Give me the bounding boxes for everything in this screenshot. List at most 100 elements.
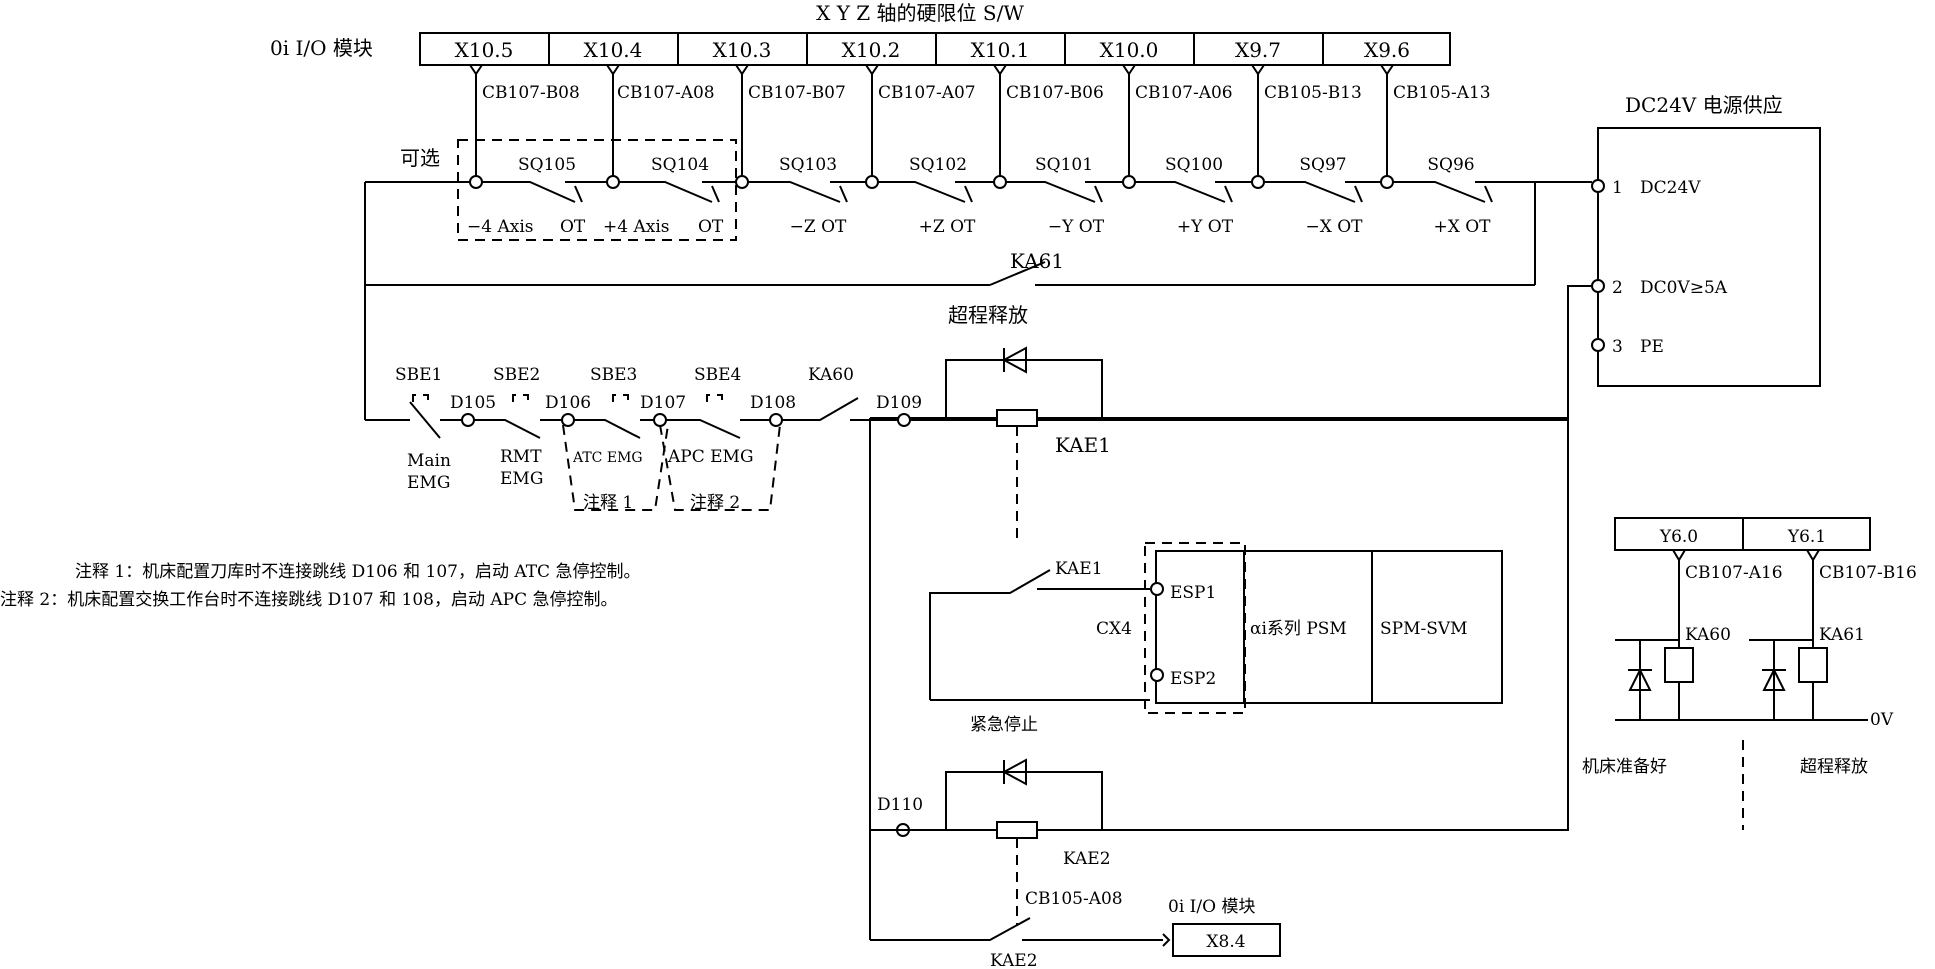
node-d109: D109 xyxy=(876,393,922,413)
cb-pin-label: CB107-A08 xyxy=(617,83,715,103)
esp-labels: KAE1 CX4 ESP1 ESP2 αi系列 PSM SPM-SVM 紧急停止 xyxy=(970,559,1468,735)
terminal-3-number: 3 xyxy=(1612,337,1623,357)
kae1-contact-label: KAE1 xyxy=(1055,559,1103,579)
cb105-a08-label: CB105-A08 xyxy=(1025,889,1123,909)
io-drop-wires xyxy=(469,64,1394,182)
cb-pin-labels: CB107-B08 CB107-A08 CB107-B07 CB107-A07 … xyxy=(482,83,1491,103)
kae2-branch xyxy=(870,758,1568,957)
io-input-x10-2: X10.2 xyxy=(842,38,901,62)
note2-tag: 注释 2 xyxy=(690,493,740,513)
cb-pin-label: CB107-A06 xyxy=(1135,83,1233,103)
zero-volt-label: 0V xyxy=(1870,710,1894,730)
terminal-2-label: DC0V≥5A xyxy=(1640,278,1728,298)
esp1-label: ESP1 xyxy=(1170,583,1216,603)
limit-switch-labels: SQ105 SQ104 SQ103 SQ102 SQ101 SQ100 SQ97… xyxy=(467,155,1491,237)
io-input-x10-0: X10.0 xyxy=(1100,38,1159,62)
output-y6-0: Y6.0 xyxy=(1659,527,1698,547)
esp-circuit xyxy=(929,542,1503,714)
power-supply-box xyxy=(1597,127,1821,387)
terminal-2-number: 2 xyxy=(1612,278,1623,298)
esp2-label: ESP2 xyxy=(1170,669,1216,689)
rmt-emg-line1: RMT xyxy=(500,447,542,467)
sq100-label: SQ100 xyxy=(1165,155,1223,175)
note-2: 注释 2：机床配置交换工作台时不连接跳线 D107 和 108，启动 APC 急… xyxy=(0,590,618,610)
ka61-contact-label: KA61 xyxy=(1010,249,1064,273)
sq96-ot: +X OT xyxy=(1433,217,1491,237)
relay-ka60-label: KA60 xyxy=(1685,625,1731,645)
relay-ka61-label: KA61 xyxy=(1819,625,1865,645)
estop-chain xyxy=(365,394,1568,940)
spm-svm-label: SPM-SVM xyxy=(1380,619,1468,639)
sq101-ot: −Y OT xyxy=(1048,217,1105,237)
psm-label: αi系列 PSM xyxy=(1250,619,1347,639)
io-input-x10-3: X10.3 xyxy=(713,38,772,62)
terminal-1-number: 1 xyxy=(1612,178,1623,198)
sq103-label: SQ103 xyxy=(779,155,837,175)
terminal-3-label: PE xyxy=(1640,337,1664,357)
cb-pin-label: CB107-A07 xyxy=(878,83,976,103)
cb-pin-label: CB107-B06 xyxy=(1006,83,1104,103)
estop-function-label: 紧急停止 xyxy=(970,715,1038,735)
io-input-x10-4: X10.4 xyxy=(584,38,643,62)
sq105-label: SQ105 xyxy=(518,155,576,175)
overtravel-release-label: 超程释放 xyxy=(1800,757,1868,777)
io-module-label: 0i I/O 模块 xyxy=(270,36,373,60)
io-input-table: X10.5 X10.4 X10.3 X10.2 X10.1 X10.0 X9.7… xyxy=(419,32,1451,66)
sq97-ot: −X OT xyxy=(1305,217,1363,237)
cb-pin-label: CB105-A13 xyxy=(1393,83,1491,103)
relay-panel-labels: Y6.0 Y6.1 CB107-A16 CB107-B16 KA60 KA61 … xyxy=(1582,527,1917,777)
cb-pin-label: CB107-B07 xyxy=(748,83,846,103)
cx4-label: CX4 xyxy=(1096,619,1132,639)
sbe3-label: SBE3 xyxy=(590,365,637,385)
power-supply-terminals: 1 DC24V 2 DC0V≥5A 3 PE xyxy=(1591,178,1728,357)
node-d107: D107 xyxy=(640,393,686,413)
limit-switch-chain xyxy=(364,175,1590,420)
sq100-ot: +Y OT xyxy=(1177,217,1234,237)
node-d110: D110 xyxy=(877,795,923,815)
optional-label: 可选 xyxy=(400,146,440,170)
power-supply-title: DC24V 电源供应 xyxy=(1625,93,1783,117)
cb-pin-label: CB107-B08 xyxy=(482,83,580,103)
terminal-1-label: DC24V xyxy=(1640,178,1701,198)
main-emg-line2: EMG xyxy=(407,473,450,493)
node-d108: D108 xyxy=(750,393,796,413)
ka60-contact-label: KA60 xyxy=(808,365,854,385)
sq104-axis: +4 Axis xyxy=(603,217,670,237)
relay-panel xyxy=(1614,517,1871,830)
pin-cb107-b16: CB107-B16 xyxy=(1819,563,1917,583)
sq104-label: SQ104 xyxy=(651,155,709,175)
rmt-emg-line2: EMG xyxy=(500,469,543,489)
sbe2-label: SBE2 xyxy=(493,365,540,385)
sq105-ot: OT xyxy=(560,217,586,237)
apc-emg-label: APC EMG xyxy=(667,447,754,467)
sq103-ot: −Z OT xyxy=(790,217,847,237)
input-x8-4: X8.4 xyxy=(1206,932,1245,952)
kae2-contact-label: KAE2 xyxy=(990,951,1038,969)
node-d105: D105 xyxy=(450,393,496,413)
estop-labels: SBE1 SBE2 SBE3 SBE4 KA60 D105 D106 D107 … xyxy=(395,365,922,513)
sq96-label: SQ96 xyxy=(1427,155,1474,175)
io-input-x9-7: X9.7 xyxy=(1235,38,1281,62)
kae2-coil-label: KAE2 xyxy=(1063,849,1111,869)
kae2-labels: D110 KAE2 CB105-A08 0i I/O 模块 X8.4 KAE2 xyxy=(877,795,1255,969)
sq104-ot: OT xyxy=(698,217,724,237)
io-module-label-bottom: 0i I/O 模块 xyxy=(1168,897,1255,917)
kae1-branch xyxy=(870,346,1568,540)
atc-emg-label: ATC EMG xyxy=(572,450,643,466)
release-label: 超程释放 xyxy=(948,303,1028,327)
sq97-label: SQ97 xyxy=(1299,155,1346,175)
main-emg-line1: Main xyxy=(407,451,451,471)
io-input-x10-1: X10.1 xyxy=(971,38,1030,62)
optional-group-box xyxy=(457,139,737,241)
machine-ready-label: 机床准备好 xyxy=(1582,757,1667,777)
sq105-axis: −4 Axis xyxy=(467,217,534,237)
sbe4-label: SBE4 xyxy=(694,365,741,385)
output-y6-1: Y6.1 xyxy=(1787,527,1826,547)
diagram-title: X Y Z 轴的硬限位 S/W xyxy=(816,1,1024,25)
sbe1-label: SBE1 xyxy=(395,365,442,385)
kae1-coil-label: KAE1 xyxy=(1055,433,1111,457)
note1-tag: 注释 1 xyxy=(583,493,633,513)
pin-cb107-a16: CB107-A16 xyxy=(1685,563,1783,583)
sq102-ot: +Z OT xyxy=(919,217,976,237)
